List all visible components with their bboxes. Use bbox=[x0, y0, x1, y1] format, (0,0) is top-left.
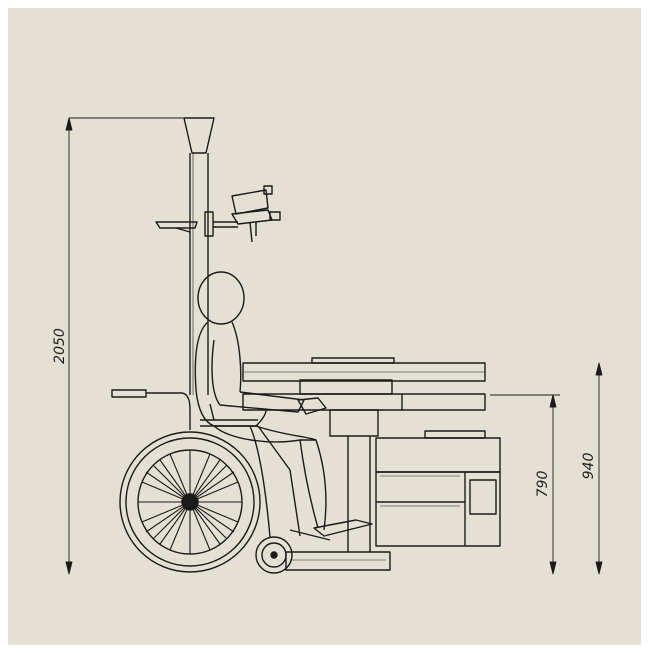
drawing-background bbox=[8, 8, 641, 645]
dimension-label-940: 940 bbox=[581, 453, 597, 480]
dimension-label-790: 790 bbox=[535, 471, 551, 498]
side-cabinet bbox=[375, 430, 501, 547]
equipment-base bbox=[285, 551, 391, 571]
dimension-label-2050: 2050 bbox=[52, 328, 68, 364]
lamp-pole bbox=[183, 117, 215, 395]
dimension-2050 bbox=[65, 117, 185, 575]
instrument-tray bbox=[155, 221, 198, 233]
wheelchair bbox=[111, 389, 331, 574]
line-group bbox=[65, 117, 603, 575]
wheel-spokes bbox=[138, 450, 242, 554]
seated-person bbox=[194, 271, 373, 537]
surgical-light bbox=[204, 185, 281, 243]
dimension-940 bbox=[595, 362, 603, 575]
work-table bbox=[242, 357, 486, 552]
dimension-790 bbox=[490, 394, 560, 575]
